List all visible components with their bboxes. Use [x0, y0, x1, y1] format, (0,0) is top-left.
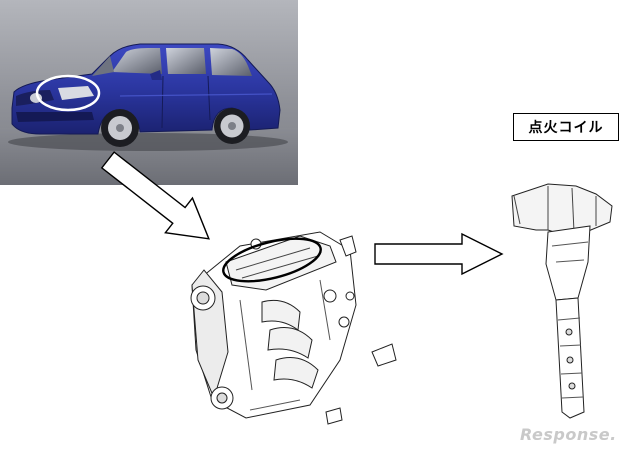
ignition-coil-highlight-ellipse [222, 237, 322, 283]
arrow-engine-to-coil [374, 232, 504, 276]
ignition-coil-line-drawing [511, 183, 613, 419]
headlight-highlight-ellipse [35, 74, 101, 112]
rear-wheel [214, 108, 250, 144]
front-wheel [101, 109, 139, 147]
ignition-coil-label: 点火コイル [513, 113, 619, 141]
response-watermark: Response. [520, 425, 617, 444]
car-photo [0, 0, 298, 185]
engine-line-drawing [190, 231, 397, 425]
arrow-car-to-engine [100, 151, 210, 240]
